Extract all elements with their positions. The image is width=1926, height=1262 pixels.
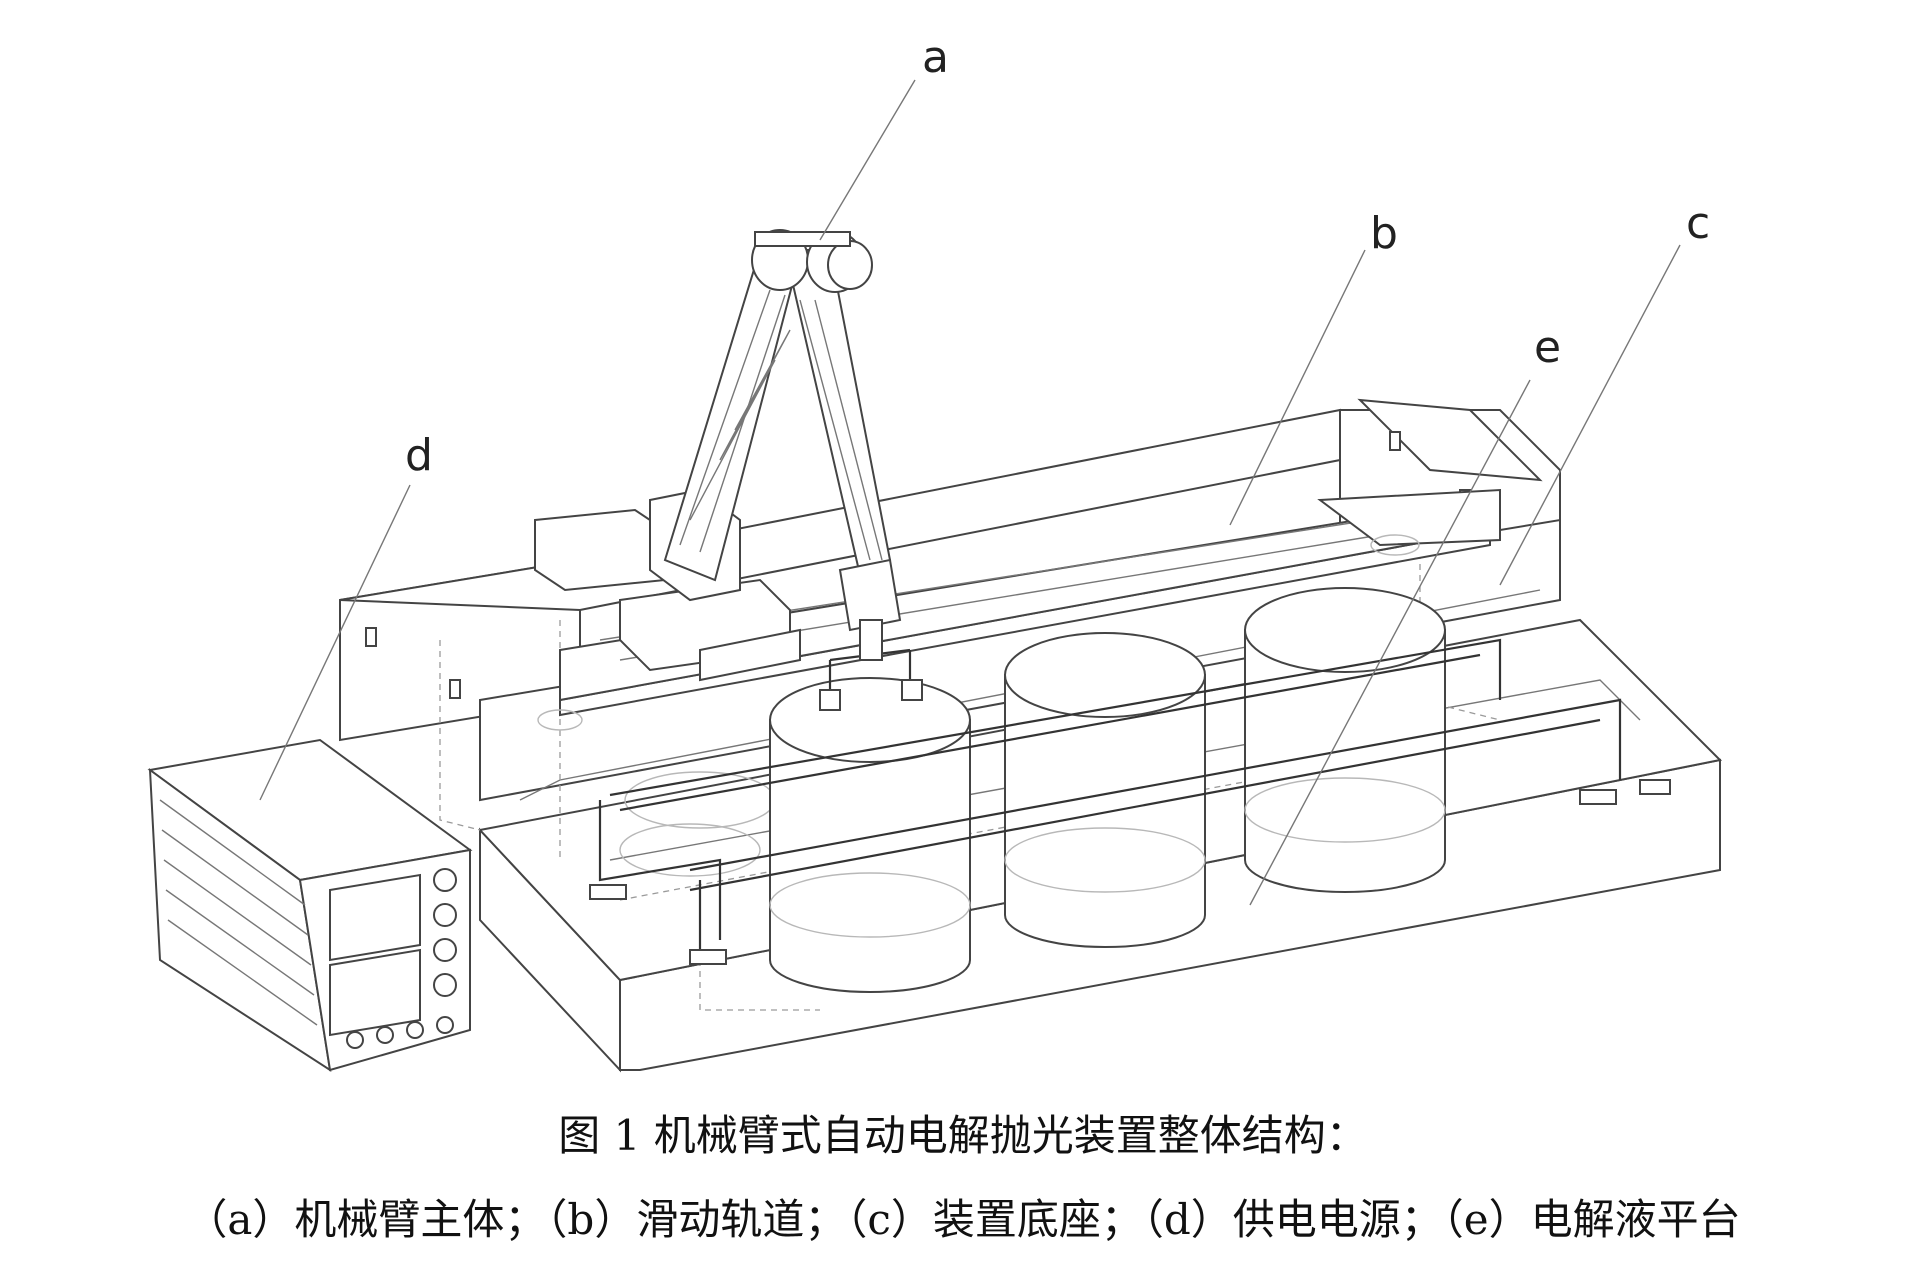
label-a: a: [922, 32, 949, 83]
leader-lines: [259, 79, 1681, 906]
power-supply: [147, 738, 473, 1073]
robot-arm: [534, 229, 923, 711]
label-d: d: [405, 430, 433, 481]
figure-caption-title: 图 1 机械臂式自动电解抛光装置整体结构：: [558, 1111, 1368, 1160]
label-b: b: [1370, 208, 1398, 259]
apparatus-diagram: a b c d e: [147, 32, 1723, 1073]
label-c: c: [1686, 198, 1710, 249]
support-brackets: [589, 638, 1671, 965]
figure-caption-legend: （a）机械臂主体；（b）滑动轨道；（c）装置底座；（d）供电电源；（e）电解液平…: [185, 1195, 1741, 1244]
label-e: e: [1534, 322, 1561, 373]
